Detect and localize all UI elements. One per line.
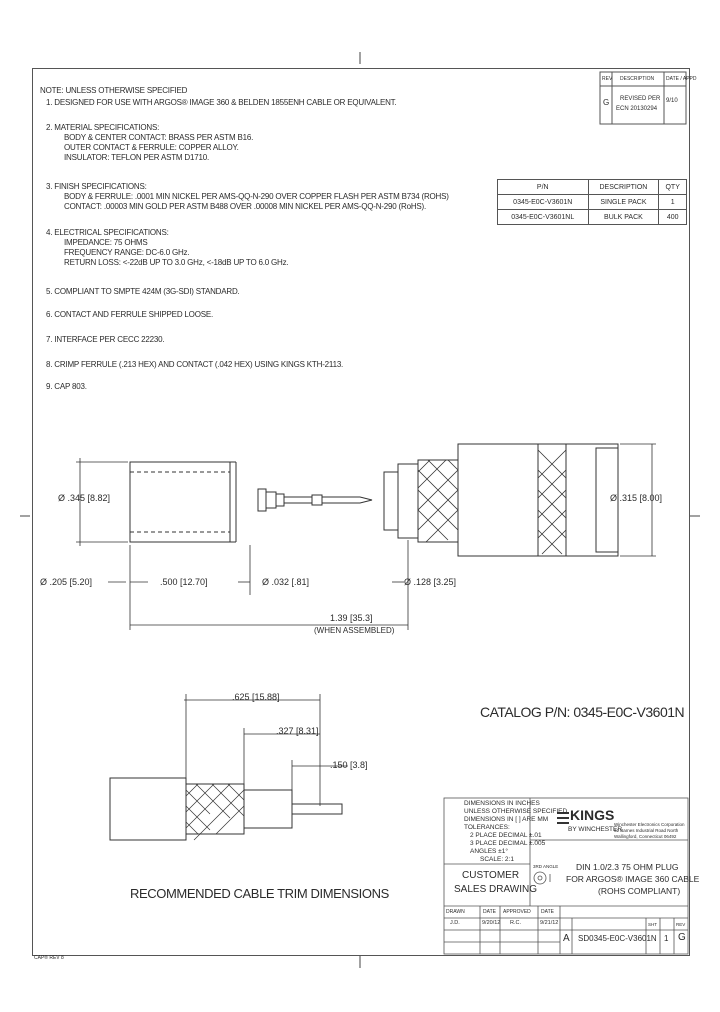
tb-date-val: 9/20/12 [482, 920, 501, 926]
note-1: 1. DESIGNED FOR USE WITH ARGOS® IMAGE 36… [46, 98, 397, 107]
tb-desc-1: DIN 1.0/2.3 75 OHM PLUG [576, 862, 679, 872]
bom-header-desc: DESCRIPTION [587, 179, 660, 195]
dim-625: .625 [15.88] [232, 692, 280, 702]
tb-drawn-val: J.D. [450, 920, 460, 926]
tb-third-angle: 3RD ANGLE [533, 864, 559, 869]
tb-company-1: Winchester Electronics Corporation [614, 822, 685, 827]
bom-cell: BULK PACK [587, 209, 660, 225]
dim-139-note: (WHEN ASSEMBLED) [314, 626, 395, 635]
tb-date2-val: 9/21/12 [540, 920, 559, 926]
tb-size: A [563, 933, 570, 944]
dim-150: .150 [3.8] [330, 760, 368, 770]
trim-title: RECOMMENDED CABLE TRIM DIMENSIONS [130, 886, 389, 901]
drawing-frame [32, 68, 690, 956]
tb-company-2: 62 Barnes Industrial Road North [614, 828, 679, 833]
dim-500: .500 [12.70] [160, 577, 208, 587]
catalog-pn: CATALOG P/N: 0345-E0C-V3601N [480, 704, 685, 720]
tb-dwg-no: SD0345-E0C-V3601N [578, 934, 657, 943]
dim-327: .327 [8.31] [276, 726, 319, 736]
kings-logo-mark [557, 812, 569, 824]
tb-brand-sub: BY WINCHESTER [568, 826, 623, 833]
tb-sheet-label: SHT [648, 922, 657, 927]
tb-sales-drawing: SALES DRAWING [454, 884, 537, 895]
tb-std-2: UNLESS OTHERWISE SPECIFIED [464, 808, 568, 815]
tb-std-7: ANGLES ±1° [470, 848, 508, 855]
table-row: 0345-E0C-V3601NL BULK PACK 400 [497, 209, 687, 225]
dimension-lines [76, 443, 656, 630]
table-row: 0345-E0C-V3601N SINGLE PACK 1 [497, 194, 687, 210]
tb-rev: G [678, 932, 686, 943]
dim-139: 1.39 [35.3] [330, 613, 373, 623]
bom-header-row: P/N DESCRIPTION QTY [497, 179, 687, 195]
tb-std-5: 2 PLACE DECIMAL ±.01 [470, 832, 542, 839]
bom-header-pn: P/N [497, 179, 589, 195]
rev-desc-header: DESCRIPTION [620, 76, 655, 82]
tb-std-4: TOLERANCES: [464, 824, 510, 831]
note-7: 7. INTERFACE PER CECC 22230. [46, 335, 165, 344]
note-2c: INSULATOR: TEFLON PER ASTM D1710. [64, 153, 210, 162]
note-3a: BODY & FERRULE: .0001 MIN NICKEL PER AMS… [64, 192, 449, 201]
note-3: 3. FINISH SPECIFICATIONS: [46, 182, 147, 191]
bom-cell: 400 [658, 209, 687, 225]
note-4c: RETURN LOSS: <-22dB UP TO 3.0 GHz, <-18d… [64, 258, 289, 267]
bom-cell: 0345-E0C-V3601NL [497, 209, 589, 225]
rev-date: 9/10 [666, 98, 678, 104]
tb-company-3: Wallingford, Connecticut 06492 [614, 834, 677, 839]
tb-date-label: DATE [483, 909, 496, 915]
tb-desc-3: (ROHS COMPLIANT) [598, 886, 681, 896]
dim-315: Ø .315 [8.00] [610, 493, 663, 503]
note-4b: FREQUENCY RANGE: DC-6.0 GHz. [64, 248, 190, 257]
tb-desc-2: FOR ARGOS® IMAGE 360 CABLE [566, 874, 700, 884]
tb-approved-label: APPROVED [503, 909, 531, 915]
dim-345: Ø .345 [8.82] [58, 493, 111, 503]
bom-cell: 1 [658, 194, 687, 210]
tb-std-6: 3 PLACE DECIMAL ±.005 [470, 840, 546, 847]
note-4: 4. ELECTRICAL SPECIFICATIONS: [46, 228, 169, 237]
note-6: 6. CONTACT AND FERRULE SHIPPED LOOSE. [46, 310, 214, 319]
contact-drawing [257, 488, 373, 512]
revision-block-lines [599, 71, 687, 125]
tb-appd-val: R.C. [510, 920, 521, 926]
tb-std-1: DIMENSIONS IN INCHES [464, 800, 540, 807]
bom-header-qty: QTY [658, 179, 687, 195]
bom-cell: 0345-E0C-V3601N [497, 194, 589, 210]
tb-sheet: 1 [664, 934, 669, 943]
tb-brand: KINGS [570, 807, 615, 823]
title-block-lines [443, 797, 689, 955]
connector-body-drawing [383, 443, 619, 557]
bom-table: P/N DESCRIPTION QTY 0345-E0C-V3601N SING… [497, 179, 687, 225]
cable-trim-drawing [109, 694, 348, 841]
bom-cell: SINGLE PACK [587, 194, 660, 210]
dim-032: Ø .032 [.81] [262, 577, 310, 587]
note-3b: CONTACT: .00003 MIN GOLD PER ASTM B488 O… [64, 202, 427, 211]
tb-date2-label: DATE [541, 909, 554, 915]
dim-205: Ø .205 [5.20] [40, 577, 93, 587]
corner-note: CAP® REV 8 [34, 955, 64, 961]
note-5: 5. COMPLIANT TO SMPTE 424M (3G-SDI) STAN… [46, 287, 240, 296]
rev-desc-1: REVISED PER [620, 96, 661, 102]
tb-customer: CUSTOMER [462, 870, 520, 881]
rev-header: REV [602, 76, 613, 82]
note-2a: BODY & CENTER CONTACT: BRASS PER ASTM B1… [64, 133, 254, 142]
tb-scale: SCALE: 2:1 [480, 856, 514, 863]
tb-drawn-label: DRAWN [446, 909, 465, 915]
note-4a: IMPEDANCE: 75 OHMS [64, 238, 148, 247]
note-9: 9. CAP 803. [46, 382, 87, 391]
dim-128: Ø .128 [3.25] [404, 577, 457, 587]
note-8: 8. CRIMP FERRULE (.213 HEX) AND CONTACT … [46, 360, 344, 369]
tb-std-3: DIMENSIONS IN [ ] ARE MM [464, 816, 549, 823]
ferrule-drawing [129, 461, 237, 543]
note-2b: OUTER CONTACT & FERRULE: COPPER ALLOY. [64, 143, 239, 152]
tb-rev-label: REV [676, 922, 686, 927]
rev-date-header: DATE / APPD [666, 76, 697, 82]
notes-header: NOTE: UNLESS OTHERWISE SPECIFIED [40, 86, 188, 95]
rev-desc-2: ECN 20130294 [616, 106, 658, 112]
rev-letter: G [603, 98, 610, 107]
note-2: 2. MATERIAL SPECIFICATIONS: [46, 123, 160, 132]
